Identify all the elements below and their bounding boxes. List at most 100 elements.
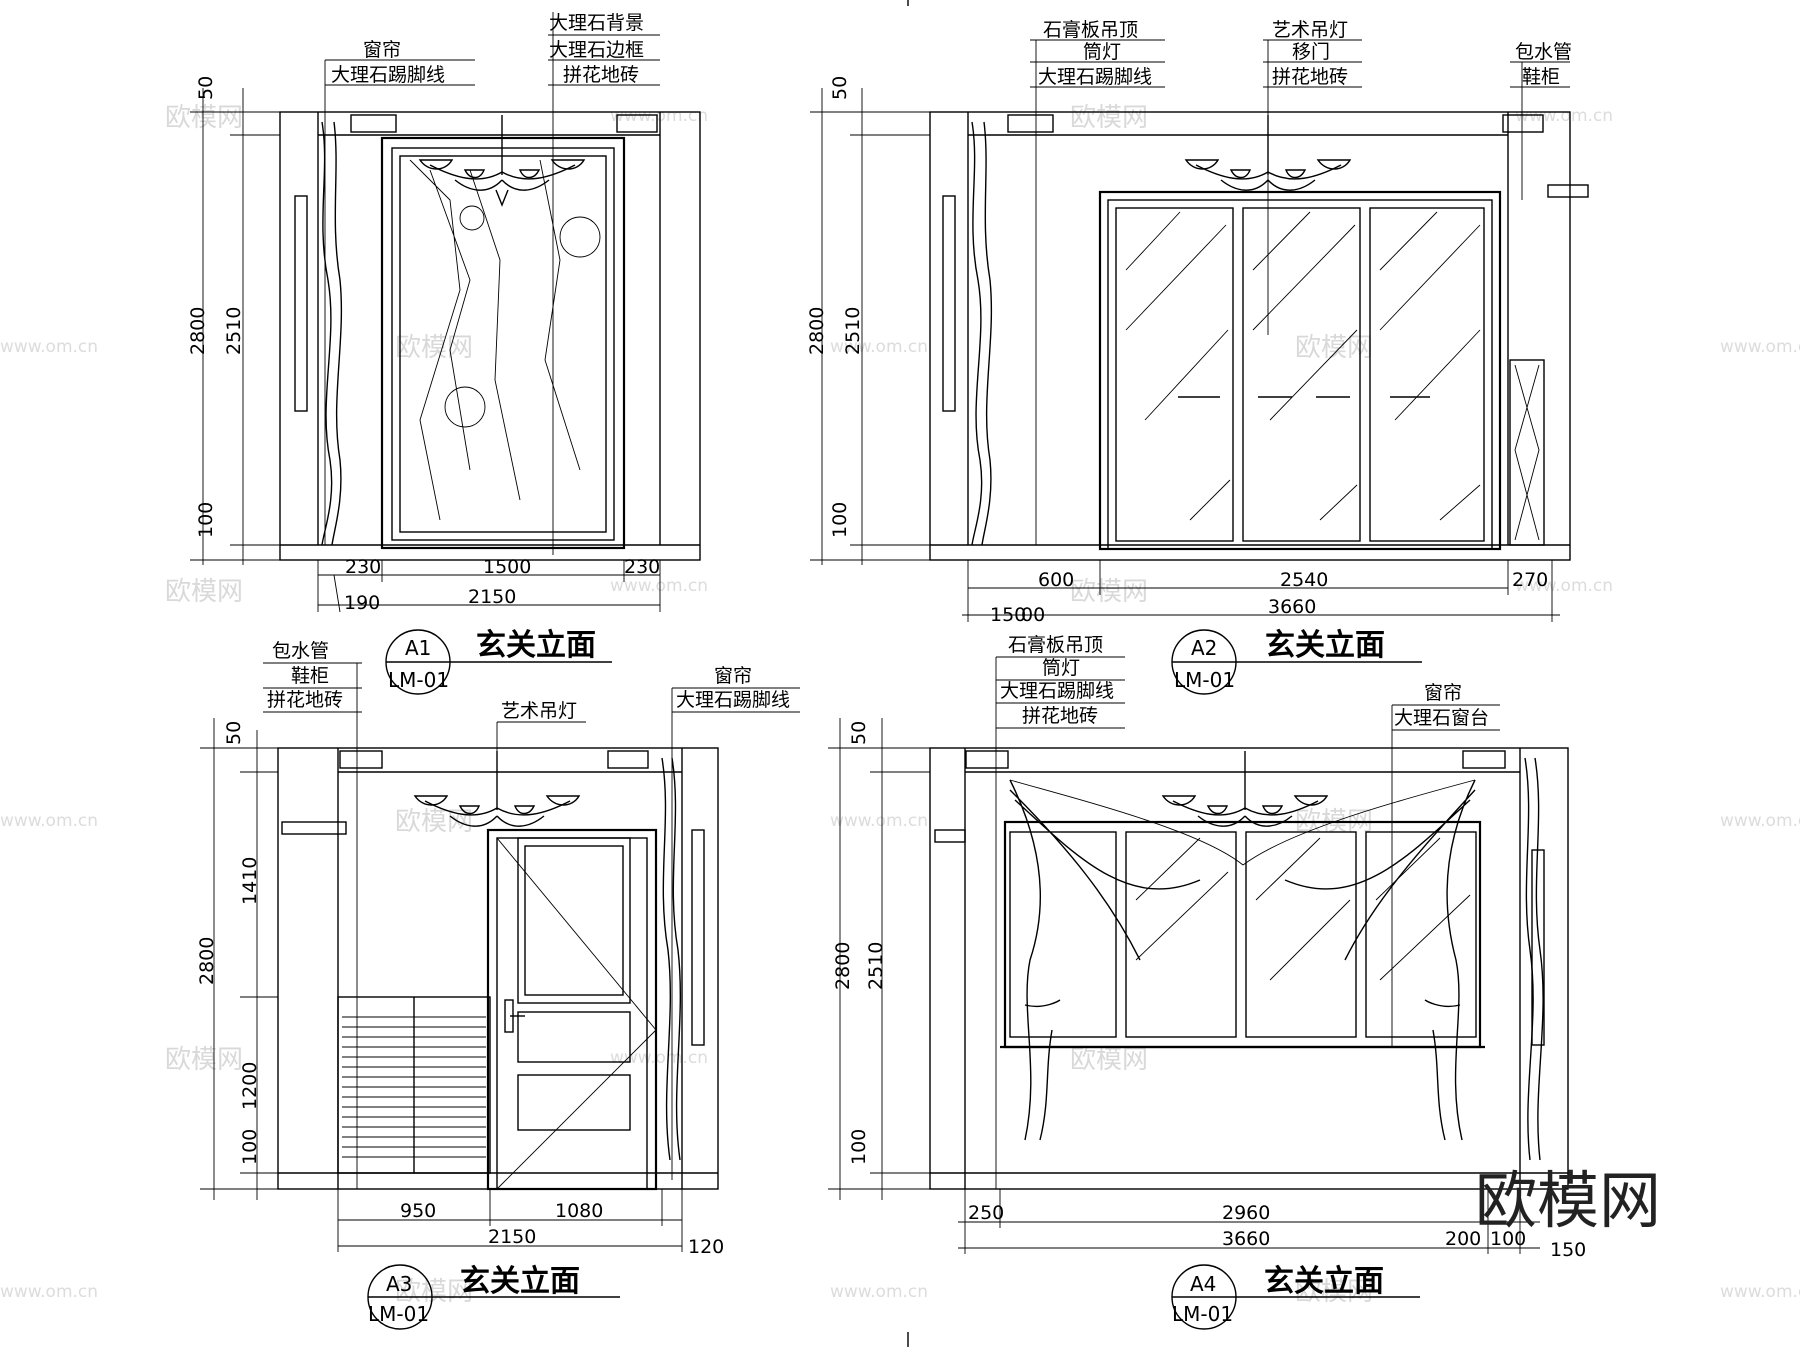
- wall-outline: [279, 111, 701, 561]
- label-shoe-cabinet: 鞋柜: [291, 665, 329, 687]
- view-title-block: A2 LM-01 玄关立面: [1171, 628, 1422, 695]
- label-curtain: 窗帘: [1424, 682, 1462, 704]
- watermark-brand: 欧模网: [395, 807, 473, 837]
- elevation-view-a4: 50 2800 2510 100: [828, 633, 1586, 1330]
- horizontal-dimensions: 230 1500 230 190 2150: [317, 556, 661, 614]
- watermark-brand: 欧模网: [165, 103, 243, 133]
- label-art-chandelier: 艺术吊灯: [1272, 19, 1348, 41]
- shoe-cabinet: [1509, 359, 1545, 546]
- dim-text: 100: [239, 1129, 261, 1165]
- chandelier-icon: [413, 751, 581, 827]
- label-curtain: 窗帘: [714, 665, 752, 687]
- watermark-layer: 欧模网 欧模网 欧模网 欧模网 欧模网 欧模网 欧模网 欧模网 欧模网 欧模网 …: [0, 103, 1800, 1307]
- watermark-site: www.om.cn: [1720, 1282, 1800, 1302]
- dim-text: 100: [1490, 1228, 1526, 1250]
- curtain: [971, 121, 993, 546]
- view-title: 玄关立面: [1265, 628, 1385, 663]
- wall-outline: [929, 111, 1571, 561]
- sliding-door-frame-inner: [1107, 199, 1493, 550]
- watermark-brand: 欧模网: [1070, 577, 1148, 607]
- door-swing-line: [496, 837, 657, 1190]
- dim-text: 1410: [239, 857, 261, 905]
- chandelier-shades: [418, 159, 586, 179]
- marble-frame: [380, 136, 626, 550]
- watermark-site: www.om.cn: [830, 811, 928, 831]
- shoe-cabinet-door: [1514, 364, 1540, 541]
- marble-pattern: [444, 386, 486, 428]
- watermark-brand: 欧模网: [1295, 1277, 1373, 1307]
- ceiling-lightbox: [339, 750, 383, 769]
- dim-text: 2510: [223, 307, 245, 355]
- chandelier-shades: [413, 795, 581, 815]
- sheet-code: LM-01: [368, 1302, 429, 1326]
- watermark-brand: 欧模网: [1295, 333, 1373, 363]
- pipe-casing: [281, 821, 347, 835]
- label-parquet-floor-tile: 拼花地砖: [1022, 705, 1098, 727]
- label-marble-frame: 大理石边框: [549, 39, 644, 61]
- chandelier-pendant: [495, 189, 509, 207]
- watermark-site: www.om.cn: [1515, 576, 1613, 596]
- dim-text: 50: [195, 76, 217, 100]
- dim-text: 50: [848, 721, 870, 745]
- label-marble-skirting: 大理石踢脚线: [1038, 66, 1152, 88]
- watermark-site: www.om.cn: [0, 337, 98, 357]
- watermark-site: www.om.cn: [0, 811, 98, 831]
- label-marble-skirting: 大理石踢脚线: [676, 689, 790, 711]
- view-title: 玄关立面: [1264, 1264, 1384, 1299]
- curtain: [1284, 779, 1476, 1141]
- dim-text: 230: [624, 556, 660, 578]
- view-code: A3: [386, 1272, 412, 1296]
- ceiling-lightbox: [350, 114, 397, 133]
- marble-pattern: [459, 205, 485, 231]
- label-downlight: 筒灯: [1083, 41, 1121, 63]
- watermark-site: www.om.cn: [1720, 811, 1800, 831]
- wall-rail: [294, 195, 308, 412]
- elevation-view-a3: 50 1410 2800 1200 100: [196, 640, 800, 1330]
- dim-text: 100: [829, 502, 851, 538]
- curtain: [1524, 757, 1544, 1161]
- marble-pattern: [559, 216, 601, 258]
- dim-text: 270: [1512, 569, 1548, 591]
- chandelier-arms: [1172, 800, 1319, 827]
- vertical-dimensions: 50 1410 2800 1200 100: [196, 718, 278, 1200]
- dim-text: 3660: [1268, 596, 1316, 618]
- dim-text: 2150: [488, 1226, 536, 1248]
- chandelier-arms: [1195, 164, 1342, 191]
- dim-text: 2800: [187, 307, 209, 355]
- annotation-leaders: [324, 12, 660, 555]
- curtain: [1009, 779, 1201, 1141]
- dim-text: 2800: [196, 937, 218, 985]
- annotation-leaders: [1030, 39, 1570, 545]
- dim-text: 150: [990, 604, 1026, 626]
- dim-text: 00: [1021, 604, 1045, 626]
- ceiling-lightbox: [616, 114, 658, 133]
- dim-text: 3660: [1222, 1228, 1270, 1250]
- dim-text: 250: [968, 1202, 1004, 1224]
- watermark-site: www.om.cn: [1515, 106, 1613, 126]
- elevation-view-a1: 50 2800 2510 100: [187, 12, 701, 695]
- dim-text: 50: [223, 721, 245, 745]
- curtain: [661, 757, 682, 1161]
- watermark-site: www.om.cn: [830, 337, 928, 357]
- dim-text: 2510: [842, 307, 864, 355]
- vertical-dimensions: 50 2800 2510 100: [187, 76, 280, 565]
- watermark-site: www.om.cn: [610, 576, 708, 596]
- label-marble-skirting: 大理石踢脚线: [331, 64, 445, 86]
- chandelier-icon: [418, 115, 586, 207]
- dim-text: 1500: [483, 556, 531, 578]
- wall-rail: [942, 195, 956, 412]
- watermark-site: www.om.cn: [610, 1048, 708, 1068]
- door-upper-panel: [524, 845, 624, 996]
- door-lower-panel: [517, 1074, 631, 1131]
- chandelier-shades: [1161, 795, 1329, 815]
- door-upper-panel: [517, 837, 631, 1004]
- label-gypsum-ceiling: 石膏板吊顶: [1043, 18, 1138, 41]
- view-title-block: A4 LM-01 玄关立面: [1171, 1264, 1420, 1330]
- watermark-brand: 欧模网: [395, 333, 473, 363]
- label-parquet-floor-tile: 拼花地砖: [1272, 66, 1348, 88]
- label-marble-skirting: 大理石踢脚线: [1000, 680, 1114, 702]
- watermark-brand: 欧模网: [165, 1045, 243, 1075]
- dim-text: 200: [1445, 1228, 1481, 1250]
- marble-pattern: [409, 159, 581, 521]
- sliding-door-frame: [1098, 190, 1502, 551]
